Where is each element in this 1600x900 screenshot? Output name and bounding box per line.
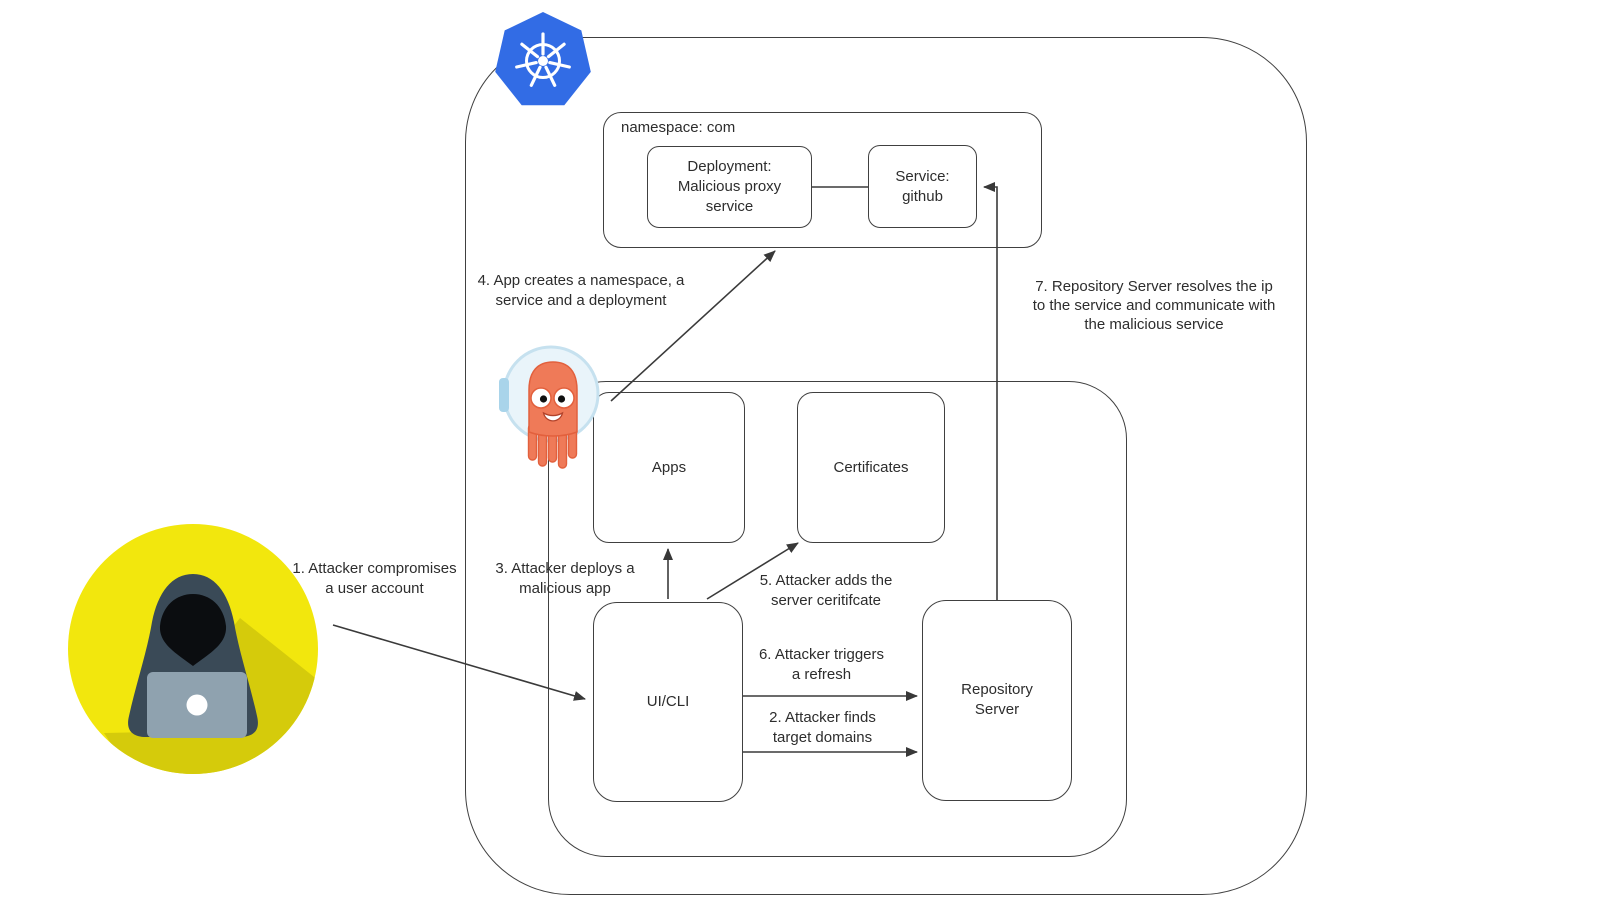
step2-label: 2. Attacker finds target domains	[769, 709, 876, 746]
step3-label: 3. Attacker deploys a malicious app	[495, 560, 635, 597]
step4-label: 4. App creates a namespace, a service an…	[477, 272, 685, 309]
step1-label: 1. Attacker compromises a user account	[292, 560, 457, 597]
hacker-hood	[128, 574, 258, 737]
step5-label: 5. Attacker adds the server ceritifcate	[759, 572, 893, 609]
step7-label: 7. Repository Server resolves the ip to …	[1032, 278, 1276, 333]
deployment-malicious-proxy-box	[647, 146, 812, 228]
deployment-label: Deployment: Malicious proxy service	[677, 158, 782, 215]
ui-cli-label: UI/CLI	[646, 693, 690, 710]
service-github-box	[868, 145, 977, 228]
laptop-logo-dot	[186, 694, 208, 716]
repository-server-box	[922, 600, 1072, 801]
attacker-long-shadow	[104, 618, 318, 774]
apps-label: Apps	[651, 459, 687, 476]
certificates-box	[797, 392, 945, 543]
certificates-label: Certificates	[833, 459, 909, 476]
repository-server-label: Repository Server	[961, 681, 1033, 718]
service-label: Service: github	[895, 168, 950, 205]
hacker-face	[159, 594, 227, 666]
ui-cli-box	[593, 602, 743, 802]
apps-box	[593, 392, 745, 543]
namespace-label: namespace: com	[621, 119, 736, 136]
step6-label: 6. Attacker triggers a refresh	[758, 646, 885, 683]
laptop	[147, 672, 247, 738]
